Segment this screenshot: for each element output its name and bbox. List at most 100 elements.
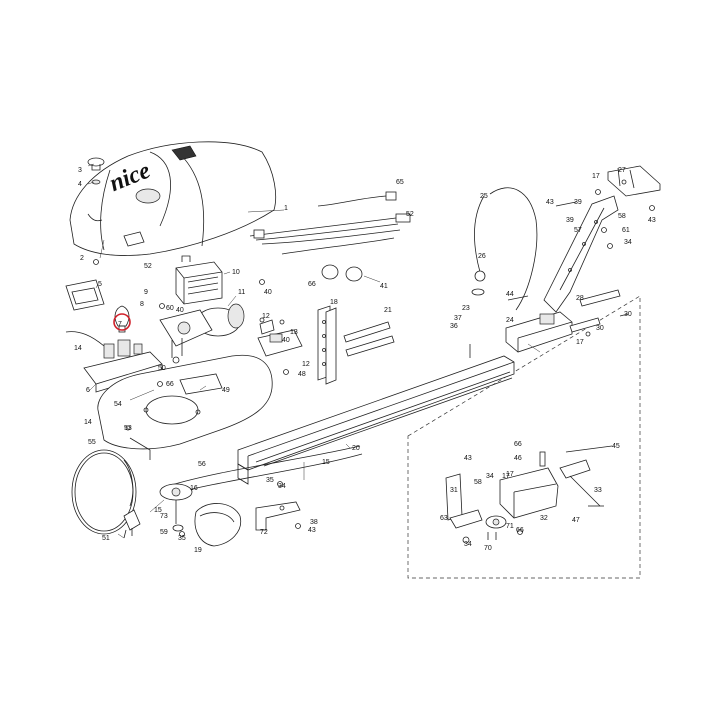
gearmotor — [159, 303, 245, 364]
part-label: 39 — [566, 217, 574, 224]
drive-belt — [167, 445, 363, 495]
part-label: 14 — [74, 345, 82, 352]
door-bracket-27 — [607, 165, 661, 197]
part-label: 40 — [176, 307, 184, 314]
part-label: 71 — [506, 523, 514, 530]
part-label: 47 — [572, 517, 580, 524]
part-label: 40 — [264, 289, 272, 296]
part-label: 57 — [574, 227, 582, 234]
part-label: 43 — [308, 527, 316, 534]
part-label: 10 — [232, 269, 240, 276]
part-label: 46 — [514, 455, 522, 462]
part-label: 6 — [86, 387, 90, 394]
part-label: 5 — [98, 281, 102, 288]
part-label: 58 — [474, 479, 482, 486]
fasteners — [93, 189, 655, 537]
perforated-brackets — [317, 305, 395, 385]
part-label: 56 — [198, 461, 206, 468]
part-label: 35 — [266, 477, 274, 484]
part-label: 16 — [190, 485, 198, 492]
part-label: 59 — [160, 529, 168, 536]
part-label: 3 — [78, 167, 82, 174]
cover-knob — [87, 157, 105, 185]
part-label: 30 — [624, 311, 632, 318]
part-label: 19 — [194, 547, 202, 554]
pinion-guard — [194, 503, 242, 547]
part-label: 49 — [222, 387, 230, 394]
part-label: 70 — [484, 545, 492, 552]
part-label: 34 — [464, 541, 472, 548]
part-label: 66 — [516, 527, 524, 534]
part-label: 34 — [278, 483, 286, 490]
part-label: 43 — [648, 217, 656, 224]
part-label: 73 — [160, 513, 168, 520]
part-label: 31 — [450, 487, 458, 494]
part-label: 12 — [302, 361, 310, 368]
part-label: 61 — [622, 227, 630, 234]
part-label: 9 — [144, 289, 148, 296]
limit-switch — [257, 319, 303, 357]
part-label: 55 — [88, 439, 96, 446]
leader-lines — [87, 163, 541, 539]
part-label: 4 — [78, 181, 82, 188]
part-label: 17 — [576, 339, 584, 346]
part-label: 33 — [594, 487, 602, 494]
part-label: 43 — [464, 455, 472, 462]
part-label: 35 — [178, 535, 186, 542]
part-label: 37 — [454, 315, 462, 322]
part-label: 26 — [478, 253, 486, 260]
part-label: 17 — [506, 471, 514, 478]
part-label: 45 — [612, 443, 620, 450]
part-label: 66 — [166, 381, 174, 388]
part-label: 43 — [546, 199, 554, 206]
part-label: 52 — [406, 211, 414, 218]
part-label: 14 — [84, 419, 92, 426]
part-label: 20 — [352, 445, 360, 452]
part-label: 34 — [624, 239, 632, 246]
part-label: 41 — [380, 283, 388, 290]
guide-rail — [237, 355, 515, 485]
part-label: 39 — [574, 199, 582, 206]
part-label: 36 — [450, 323, 458, 330]
power-cable — [71, 449, 141, 539]
part-label: 66 — [514, 441, 522, 448]
highlight-ring — [113, 313, 131, 331]
part-label: 38 — [310, 519, 318, 526]
part-label: 66 — [308, 281, 316, 288]
part-label: 11 — [238, 289, 245, 296]
motor-cover-housing — [69, 141, 277, 256]
part-label: 50 — [158, 365, 166, 372]
part-label: 40 — [282, 337, 290, 344]
release-cable-25 — [471, 187, 538, 311]
release-assembly-detail — [445, 445, 613, 544]
part-label: 8 — [140, 301, 144, 308]
part-label: 53 — [124, 425, 132, 432]
arm-bracket-28 — [543, 195, 619, 313]
part-label: 13 — [290, 329, 298, 336]
wiring-harness — [249, 191, 411, 255]
part-label: 25 — [480, 193, 488, 200]
part-label: 58 — [618, 213, 626, 220]
bracket-30 — [569, 289, 621, 333]
part-label: 27 — [618, 167, 626, 174]
part-label: 24 — [506, 317, 514, 324]
base-plate — [97, 354, 273, 460]
part-label: 2 — [80, 255, 84, 262]
part-label: 30 — [596, 325, 604, 332]
trolley-24 — [505, 311, 573, 353]
part-label: 7 — [118, 321, 122, 328]
part-label: 44 — [506, 291, 514, 298]
part-label: 18 — [330, 299, 338, 306]
mounting-bracket-72 — [255, 501, 301, 531]
part-label: 60 — [166, 305, 174, 312]
part-label: 12 — [262, 313, 270, 320]
part-label: 48 — [298, 371, 306, 378]
part-label: 17 — [592, 173, 600, 180]
part-label: 15 — [322, 459, 330, 466]
part-label: 51 — [102, 535, 110, 542]
part-label: 65 — [396, 179, 404, 186]
part-label: 23 — [462, 305, 470, 312]
part-number-labels: 1234567891011121213141415151617171717181… — [74, 167, 656, 554]
part-label: 52 — [144, 263, 152, 270]
